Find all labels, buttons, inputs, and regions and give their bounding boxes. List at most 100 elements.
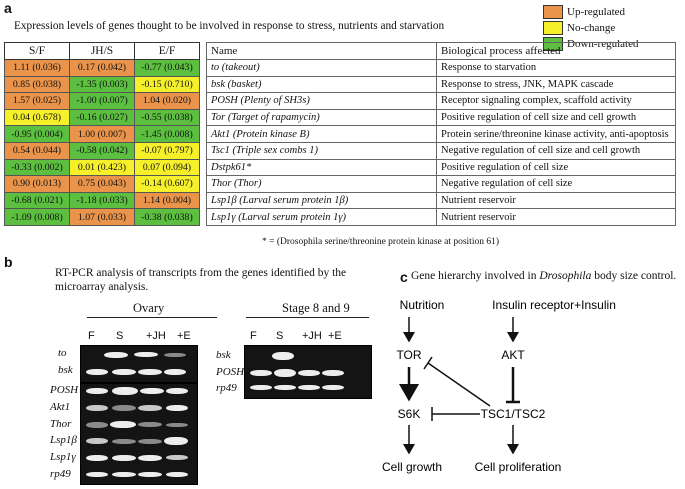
gel-gene-label: rp49 <box>50 468 71 480</box>
expression-values-table: S/F JH/S E/F 1.11 (0.036)0.17 (0.042)-0.… <box>4 42 200 226</box>
gel-band <box>164 437 188 445</box>
ovary-gel-2 <box>80 383 198 485</box>
gel-band <box>298 385 320 390</box>
values-row: 0.54 (0.044)-0.58 (0.042)-0.07 (0.797) <box>4 141 200 160</box>
lane-label: S <box>276 330 284 342</box>
node-s6k: S6K <box>398 407 421 421</box>
gel-band <box>272 352 294 360</box>
node-akt: AKT <box>501 348 525 362</box>
gel-band <box>104 352 128 358</box>
gel-band <box>250 370 272 376</box>
gel-band <box>166 388 188 394</box>
gene-row: Dstpk61*Positive regulation of cell size <box>206 158 676 177</box>
cell-sf: 1.57 (0.025) <box>4 92 70 110</box>
gel-band <box>166 472 188 477</box>
cell-sf: 1.11 (0.036) <box>4 59 70 77</box>
gene-process: Response to starvation <box>436 59 676 77</box>
panel-b-letter: b <box>4 254 13 270</box>
cell-ef: -0.38 (0.038) <box>134 208 200 226</box>
gel-band <box>166 455 188 460</box>
gel-band <box>112 405 136 411</box>
header-ef: E/F <box>134 42 200 60</box>
gene-process: Protein serine/threonine kinase activity… <box>436 125 676 143</box>
header-process: Biological process affected <box>436 42 676 60</box>
gene-name: Dstpk61* <box>206 158 437 177</box>
gene-process: Nutrient reservoir <box>436 191 676 210</box>
gene-name: Thor (Thor) <box>206 175 437 193</box>
gel-band <box>110 421 136 428</box>
gene-name: Lsp1γ (Larval serum protein 1γ) <box>206 208 437 226</box>
node-cell-proliferation: Cell proliferation <box>475 460 562 474</box>
gel-gene-label: bsk <box>58 364 73 376</box>
gene-row: Tsc1 (Triple sex combs 1)Negative regula… <box>206 141 676 160</box>
gene-process: Receptor signaling complex, scaffold act… <box>436 92 676 110</box>
cell-ef: 1.14 (0.004) <box>134 191 200 210</box>
gel-band <box>112 455 136 461</box>
values-row: 0.04 (0.678)-0.16 (0.027)-0.55 (0.038) <box>4 108 200 127</box>
gel-band <box>112 369 136 375</box>
ovary-gel-1 <box>80 345 198 383</box>
gene-name: Tsc1 (Triple sex combs 1) <box>206 141 437 160</box>
panel-a-title: Expression levels of genes thought to be… <box>14 20 445 32</box>
legend-swatch-up <box>543 5 563 19</box>
gene-process: Positive regulation of cell size and cel… <box>436 108 676 127</box>
panel-c-letter: c <box>400 269 408 285</box>
gel-band <box>298 370 320 376</box>
gel-band <box>86 405 108 411</box>
caption-c-suffix: body size control. <box>591 270 677 282</box>
lane-label: S <box>116 330 124 342</box>
gene-name: Akt1 (Protein kinase B) <box>206 125 437 143</box>
cell-sf: -0.95 (0.004) <box>4 125 70 143</box>
header-jhs: JH/S <box>69 42 135 60</box>
lane-label: +E <box>177 330 191 342</box>
node-tor: TOR <box>396 348 421 362</box>
gene-process: Positive regulation of cell size <box>436 158 676 177</box>
gene-name: POSH (Plenty of SH3s) <box>206 92 437 110</box>
values-row: -0.95 (0.004)1.00 (0.007)-1.45 (0.008) <box>4 125 200 143</box>
values-row: 1.11 (0.036)0.17 (0.042)-0.77 (0.043) <box>4 59 200 77</box>
cell-sf: 0.54 (0.044) <box>4 141 70 160</box>
panel-a-letter: a <box>4 0 12 16</box>
gene-row: Tor (Target of rapamycin)Positive regula… <box>206 108 676 127</box>
gel-band <box>112 439 136 444</box>
gel-band <box>274 369 296 377</box>
gel-band <box>86 438 108 444</box>
gel-band <box>166 405 188 411</box>
gene-name: bsk (basket) <box>206 75 437 94</box>
gel-band <box>322 385 344 390</box>
gel-gene-label: Lsp1β <box>50 434 77 446</box>
gene-names-table: Name Biological process affected to (tak… <box>206 42 676 226</box>
node-nutrition: Nutrition <box>400 298 445 312</box>
gel-band <box>164 369 186 375</box>
panel-c-caption: Gene hierarchy involved in Drosophila bo… <box>411 269 676 283</box>
values-row: -1.09 (0.008)1.07 (0.033)-0.38 (0.038) <box>4 208 200 226</box>
gel-band <box>274 385 296 390</box>
legend-swatch-nochange <box>543 21 563 35</box>
gene-row: POSH (Plenty of SH3s)Receptor signaling … <box>206 92 676 110</box>
cell-sf: -0.68 (0.021) <box>4 191 70 210</box>
gel-band <box>86 422 108 428</box>
panel-b-caption: RT-PCR analysis of transcripts from the … <box>55 267 347 293</box>
lane-label: +JH <box>302 330 322 342</box>
cell-jhs: -1.00 (0.007) <box>69 92 135 110</box>
stage-underline <box>246 317 369 318</box>
values-row: -0.68 (0.021)-1.18 (0.033)1.14 (0.004) <box>4 191 200 210</box>
gel-gene-label: bsk <box>216 349 231 361</box>
ovary-title: Ovary <box>133 301 165 315</box>
cell-ef: 1.04 (0.020) <box>134 92 200 110</box>
cell-ef: -1.45 (0.008) <box>134 125 200 143</box>
legend-label-up: Up-regulated <box>567 6 626 18</box>
cell-ef: -0.14 (0.607) <box>134 175 200 193</box>
gel-band <box>86 455 108 461</box>
gel-gene-label: Akt1 <box>50 401 71 413</box>
cell-sf: 0.04 (0.678) <box>4 108 70 127</box>
caption-c-prefix: Gene hierarchy involved in <box>411 270 540 282</box>
gene-row: Lsp1β (Larval serum protein 1β)Nutrient … <box>206 191 676 210</box>
legend-item-nochange: No-change <box>543 21 638 35</box>
ovary-underline <box>87 317 217 318</box>
gene-hierarchy-diagram: Nutrition Insulin receptor+Insulin TOR A… <box>382 298 616 474</box>
gene-name: to (takeout) <box>206 59 437 77</box>
gel-band <box>86 369 108 375</box>
lane-label: F <box>250 330 257 342</box>
